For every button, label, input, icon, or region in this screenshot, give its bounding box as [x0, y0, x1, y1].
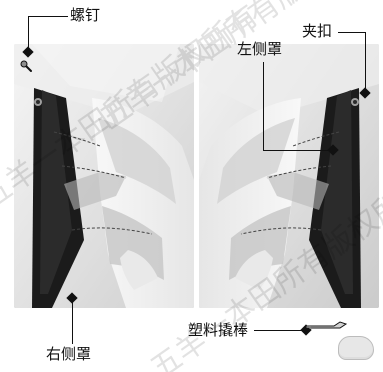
left-side-drawing: [14, 44, 194, 308]
left-cover-callout-line: [263, 62, 264, 150]
left-cover-label: 左侧罩: [237, 42, 282, 57]
clip-callout-line: [338, 32, 366, 33]
clip-callout-line-vertical: [365, 32, 366, 92]
right-side-photo: [199, 44, 379, 308]
right-cover-label: 右侧罩: [46, 347, 91, 362]
screw-callout-line-vertical: [28, 16, 29, 50]
screw-icon: [20, 60, 34, 74]
clip-label: 夹扣: [302, 24, 332, 39]
tool-label: 塑料撬棒: [188, 323, 248, 338]
right-cover-callout-line: [72, 298, 73, 344]
pry-tool-icon: [304, 316, 348, 340]
right-side-drawing: [199, 44, 379, 308]
left-cover-callout-line-horizontal: [263, 150, 333, 151]
tool-callout-line: [254, 330, 306, 331]
screw-callout-line: [28, 16, 68, 17]
screw-label: 螺钉: [70, 8, 100, 23]
hand-icon: [338, 336, 374, 360]
left-side-photo: [14, 44, 194, 308]
